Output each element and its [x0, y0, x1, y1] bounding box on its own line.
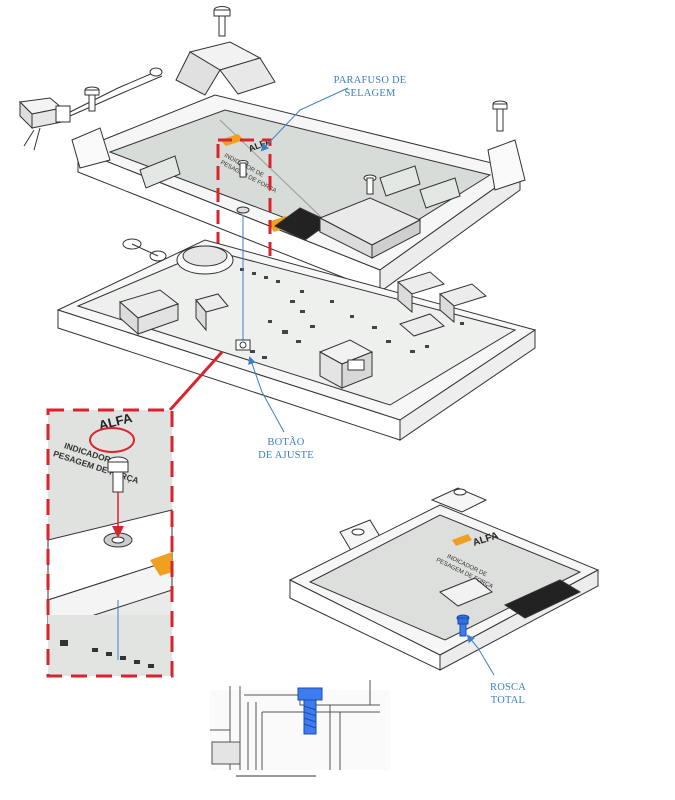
- callout-full-thread: ROSCA TOTAL: [468, 681, 548, 707]
- rj45-jack-icon: [318, 339, 374, 389]
- smd-components: [240, 268, 464, 359]
- assembled-view: [288, 487, 600, 671]
- callout-sealing-screw: PARAFUSO DE SELAGEM: [320, 74, 420, 100]
- screw-right-icon: [492, 100, 508, 132]
- top-screw-icon: [213, 6, 231, 37]
- terminal-block-icon: [118, 289, 229, 336]
- front-cover: [71, 94, 526, 293]
- sealing-screw-icon: [236, 160, 250, 214]
- callout-full-thread-line2: TOTAL: [490, 695, 526, 706]
- full-thread-screw-icon: [456, 614, 470, 637]
- callout-full-thread-line1: ROSCA: [489, 682, 526, 693]
- callout-adjust-button-line2: DE AJUSTE: [258, 450, 314, 461]
- callout-adjust-button: BOTÃO DE AJUSTE: [246, 436, 326, 462]
- detail-leader: [168, 350, 224, 412]
- mounting-bracket-icon: [175, 41, 276, 96]
- section-screw-icon: [297, 687, 323, 735]
- cable-connector-icon: [18, 67, 163, 151]
- battery-holder-icon: [176, 245, 234, 275]
- callout-sealing-screw-line2: SELAGEM: [344, 88, 396, 99]
- callout-sealing-screw-line1: PARAFUSO DE: [333, 75, 407, 86]
- cable-clip-icon: [122, 238, 167, 262]
- detail-zoom-box: ALFA INDICADOR DE PESAGEM DE FORÇA: [46, 408, 174, 678]
- adjust-button-icon: [235, 339, 251, 351]
- callout-adjust-button-line1: BOTÃO: [267, 437, 305, 448]
- base-pcb: [56, 239, 537, 441]
- cover-screw-right-icon: [363, 174, 377, 195]
- terminal-block-right-icon: [396, 271, 488, 337]
- sealing-screw-detail-icon: [103, 456, 133, 548]
- full-thread-leader: [466, 634, 495, 676]
- adjust-button-leader: [248, 356, 285, 433]
- screw-left-icon: [84, 86, 100, 112]
- sealing-screw-leader: [260, 87, 349, 152]
